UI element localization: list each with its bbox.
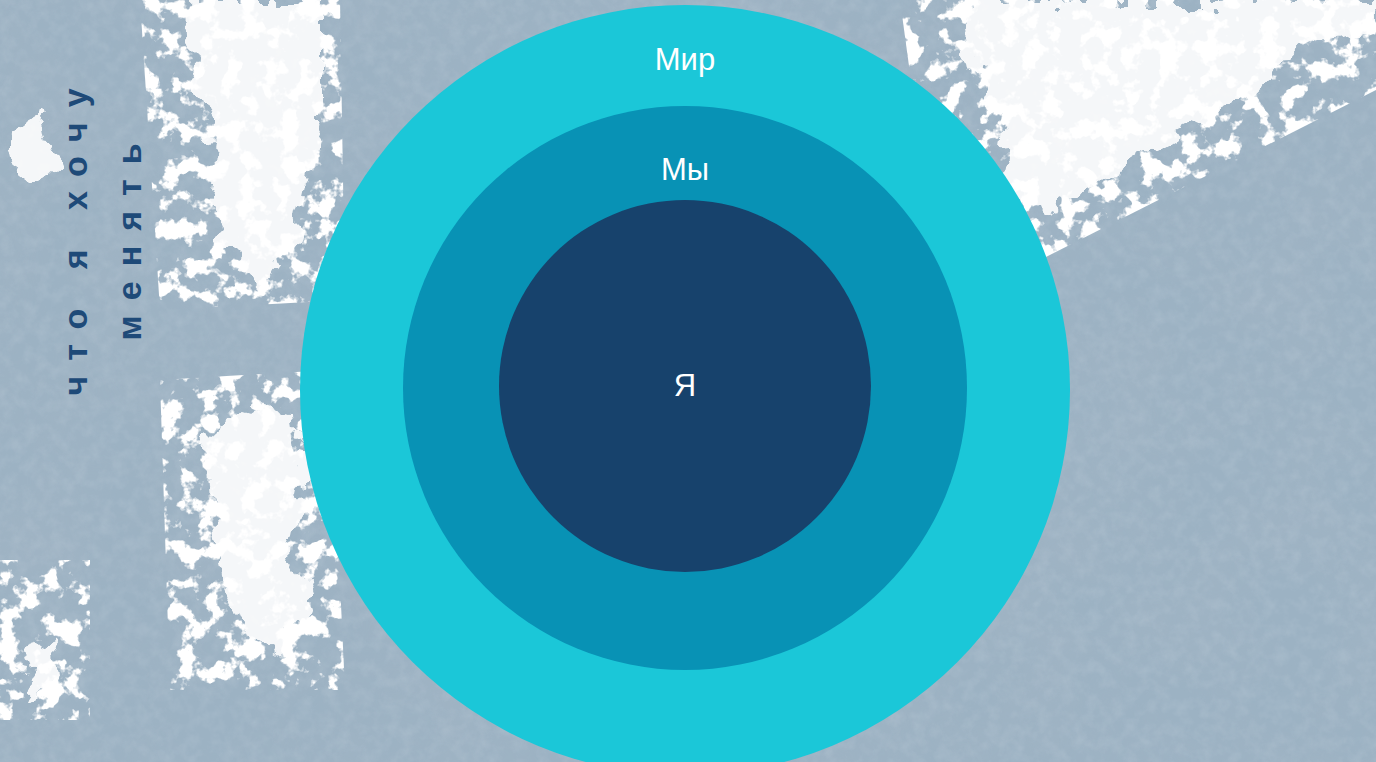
middle-circle: МыЯ xyxy=(403,106,967,670)
circle-label: Мы xyxy=(403,151,967,188)
circle-fill xyxy=(499,200,871,572)
snow-speckle-area xyxy=(140,0,345,310)
circle-fill xyxy=(403,106,967,670)
inner-circle: Я xyxy=(499,200,871,572)
circle-fill xyxy=(300,5,1070,762)
circle-label: Я xyxy=(499,367,871,404)
circle-label: Мир xyxy=(300,41,1070,78)
snow-speckle-area xyxy=(0,560,90,720)
snow-area xyxy=(10,120,55,190)
snow-speckles xyxy=(0,0,1376,720)
outer-circle: МирМыЯ xyxy=(300,5,1070,762)
side-caption: что я хочу менять xyxy=(48,24,157,444)
